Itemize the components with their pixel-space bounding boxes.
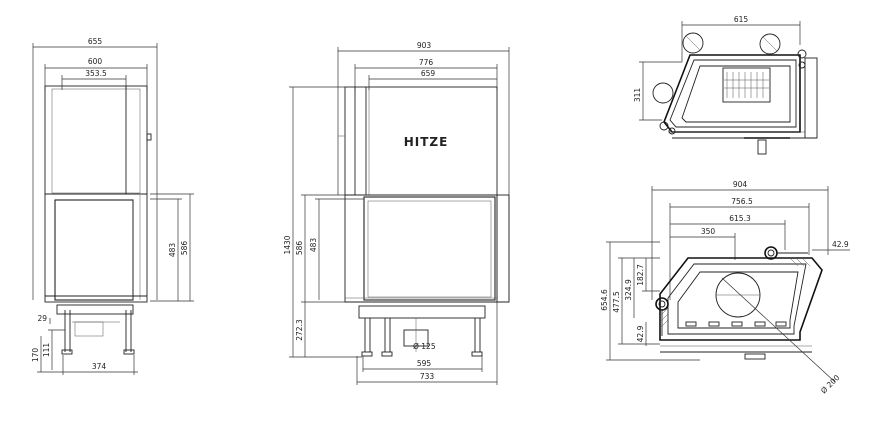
side-glass-height-label: 483 bbox=[309, 238, 318, 253]
front-overall-width-label: 655 bbox=[88, 37, 103, 46]
side-door-height-label: 586 bbox=[295, 241, 304, 256]
front-body-width-label: 600 bbox=[88, 57, 103, 66]
corner-hatching bbox=[659, 257, 811, 329]
side-flue-diameter-label: Ø 125 bbox=[413, 342, 436, 351]
plan-corner-offset-label: 42.9 bbox=[832, 240, 849, 249]
plan-corner-offset-bottom-label: 42.9 bbox=[636, 325, 645, 342]
side-view: 903 776 659 HITZE 1430 586 483 bbox=[283, 41, 510, 385]
top-depth-label: 311 bbox=[633, 88, 642, 103]
side-total-height-label: 1430 bbox=[283, 235, 292, 254]
side-base-width-label: 733 bbox=[420, 372, 435, 381]
front-leg-height-label: 111 bbox=[42, 343, 51, 358]
burner-slots bbox=[685, 321, 787, 327]
front-base-height-label: 170 bbox=[31, 348, 40, 363]
plan-overall-width-label: 904 bbox=[733, 180, 748, 189]
plan-depth-total-label: 654.6 bbox=[600, 289, 609, 311]
plan-depth-1-label: 477.5 bbox=[612, 291, 621, 313]
grate-slots bbox=[724, 72, 769, 98]
plan-depth-3-label: 182.7 bbox=[636, 264, 645, 286]
plan-width-3-label: 350 bbox=[701, 227, 716, 236]
brand-logo: HITZE bbox=[404, 135, 449, 149]
side-base-height-label: 272.3 bbox=[295, 319, 304, 341]
front-view: 655 600 353.5 483 586 bbox=[31, 37, 194, 375]
side-leg-width-label: 595 bbox=[417, 359, 432, 368]
front-door-height-label: 586 bbox=[180, 241, 189, 256]
side-overall-width-label: 903 bbox=[417, 41, 432, 50]
front-opening-width-label: 353.5 bbox=[85, 69, 107, 78]
plan-width-2-label: 615.3 bbox=[729, 214, 751, 223]
front-glass-height-label: 483 bbox=[168, 243, 177, 258]
plan-view: 904 756.5 615.3 350 42.9 654.6 477.5 324… bbox=[600, 180, 850, 395]
top-width-label: 615 bbox=[734, 15, 749, 24]
front-base-width-label: 374 bbox=[92, 362, 107, 371]
plan-width-1-label: 756.5 bbox=[731, 197, 753, 206]
side-top-width-label: 659 bbox=[421, 69, 436, 78]
side-body-width-label: 776 bbox=[419, 58, 434, 67]
plan-depth-2-label: 324.9 bbox=[624, 279, 633, 301]
plan-flue-diameter-label: Ø 200 bbox=[819, 373, 842, 396]
top-view: 615 311 bbox=[633, 15, 818, 155]
front-offset-label: 29 bbox=[37, 314, 47, 323]
